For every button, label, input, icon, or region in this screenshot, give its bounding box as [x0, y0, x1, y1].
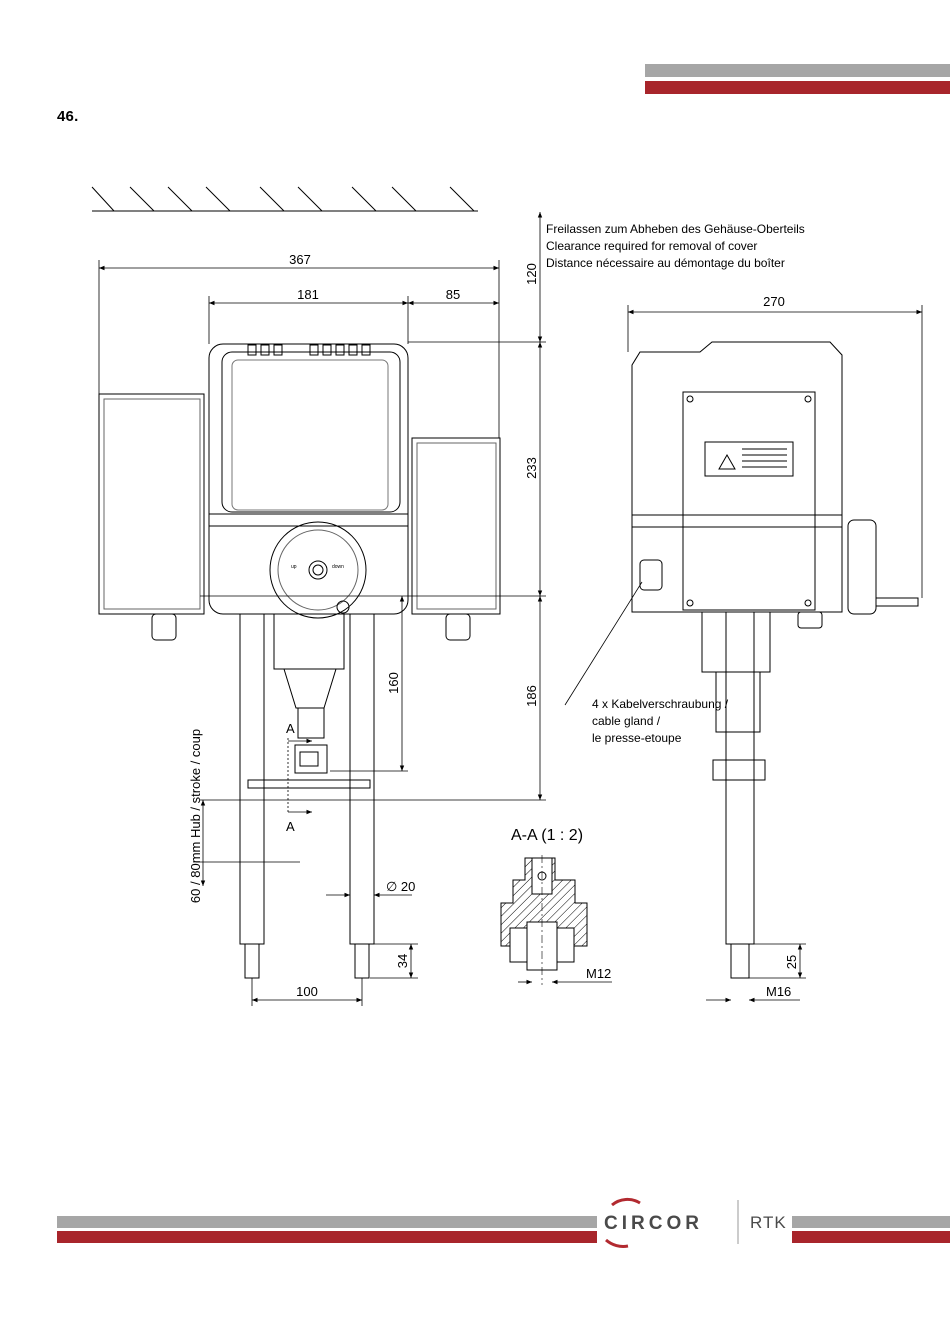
dim-rod-diameter: ∅ 20: [386, 879, 415, 894]
section-mark-bottom: A: [286, 819, 295, 834]
svg-text:4 x Kabelverschraubung /: 4 x Kabelverschraubung /: [592, 697, 729, 711]
side-dimension-labels: 270 25 M16: [763, 294, 799, 999]
dim-thread: M16: [766, 984, 791, 999]
circor-logo: CIRCOR RTK: [604, 1197, 787, 1248]
dim-yoke-height: 160: [386, 672, 401, 694]
section-view: A-A (1 : 2) M12: [500, 827, 612, 985]
knob-label-up: up: [291, 564, 297, 570]
dim-right-width: 85: [446, 287, 460, 302]
front-dimensions: [98, 212, 546, 1006]
dim-rod-end: 34: [395, 954, 410, 968]
footer-bars: [57, 1216, 950, 1243]
svg-text:Clearance required for removal: Clearance required for removal of cover: [546, 239, 757, 253]
clearance-note: Freilassen zum Abheben des Gehäuse-Obert…: [546, 222, 805, 270]
front-dimension-labels: 367 181 85 120 233 186 160 60 / 80mm Hub…: [188, 252, 539, 999]
brand-text: CIRCOR: [604, 1213, 703, 1234]
side-view: [631, 341, 919, 979]
cable-gland-note: 4 x Kabelverschraubung / cable gland / l…: [592, 697, 729, 745]
knob-label-down: down: [332, 564, 344, 570]
side-dimensions: [564, 305, 923, 1003]
section-mark-top: A: [286, 721, 295, 736]
section-title: A-A (1 : 2): [511, 827, 583, 844]
dim-depth: 270: [763, 294, 785, 309]
svg-text:Distance nécessaire au démonta: Distance nécessaire au démontage du boît…: [546, 256, 785, 270]
subbrand-text: RTK: [750, 1213, 787, 1232]
dim-overall-width: 367: [289, 252, 311, 267]
svg-text:le presse-etoupe: le presse-etoupe: [592, 731, 682, 745]
ceiling-line: [91, 186, 478, 212]
dim-left-width: 181: [297, 287, 319, 302]
dim-rod-spacing: 100: [296, 984, 318, 999]
dim-body-height: 233: [524, 457, 539, 479]
stroke-label: 60 / 80mm Hub / stroke / coup: [188, 729, 203, 903]
dim-lower-height: 186: [524, 685, 539, 707]
front-view: [98, 343, 501, 979]
dim-top-clearance: 120: [524, 263, 539, 285]
svg-text:cable gland /: cable gland /: [592, 714, 661, 728]
svg-text:Freilassen zum Abheben des Geh: Freilassen zum Abheben des Gehäuse-Obert…: [546, 222, 805, 236]
dim-thread-length: 25: [784, 955, 799, 969]
section-thread: M12: [586, 966, 611, 981]
page-number: 46.: [57, 108, 79, 125]
header-bars: [645, 64, 950, 94]
